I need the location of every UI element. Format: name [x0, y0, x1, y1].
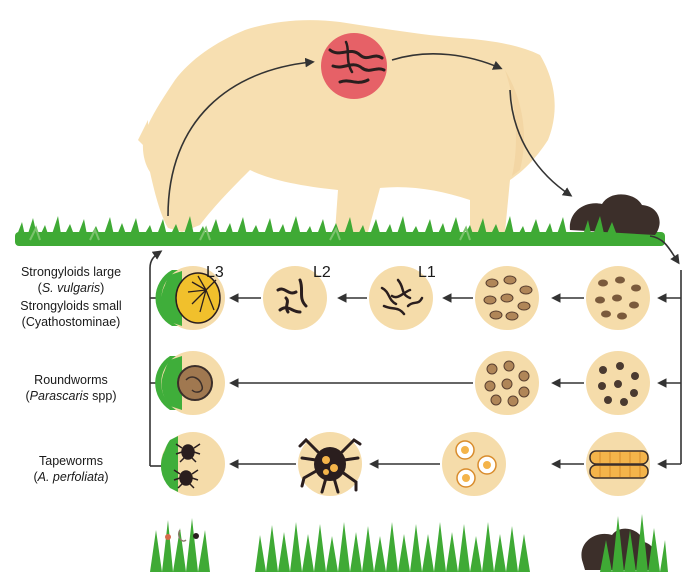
egg-icon — [455, 440, 497, 488]
row-roundworms — [155, 351, 650, 415]
label-species: (Parascaris spp) — [25, 389, 117, 403]
label-roundworms: Roundworms (Parascaris spp) — [2, 372, 140, 404]
grass-icon — [150, 514, 668, 572]
egg-icon — [595, 276, 641, 320]
worm-icon — [338, 78, 370, 84]
worm-icon — [344, 40, 354, 74]
arrow-migrate — [391, 53, 503, 70]
stage-label-l3: L3 — [206, 264, 224, 281]
larva-icon — [380, 278, 424, 316]
arrow-to-horse — [149, 250, 163, 269]
label-species: (A. perfoliata) — [33, 470, 109, 484]
label-name: Roundworms — [34, 373, 108, 387]
larva-icon — [276, 278, 308, 314]
arrow-ingest — [167, 57, 315, 217]
label-name: Strongyloids small — [20, 299, 122, 313]
label-name: Strongyloids large — [20, 265, 122, 279]
label-species: (Cyathostominae) — [21, 315, 121, 329]
worm-icon — [328, 48, 384, 60]
stage-label-l2: L2 — [313, 264, 331, 281]
manure-icon — [569, 194, 660, 238]
worm-icon — [331, 63, 386, 72]
mite-icon — [298, 437, 362, 494]
blood-stage-circle — [321, 33, 387, 99]
label-species: (S. vulgaris) — [37, 281, 105, 295]
horse-silhouette — [138, 20, 555, 232]
label-strongyloids-small: Strongyloids small (Cyathostominae) — [2, 298, 140, 330]
label-name: Tapeworms — [39, 454, 103, 468]
egg-icon — [483, 275, 533, 321]
egg-icon — [598, 362, 639, 406]
label-strongyloids-large: Strongyloids large (S. vulgaris) — [2, 264, 140, 296]
label-tapeworms: Tapeworms (A. perfoliata) — [2, 453, 140, 485]
larva-icon — [187, 275, 217, 313]
mite-icon — [173, 443, 201, 489]
stage-label-l1: L1 — [418, 264, 436, 281]
arrow-excrete — [509, 89, 573, 197]
row-tapeworms — [160, 432, 650, 496]
l1-circle — [369, 266, 433, 330]
arrow-to-pasture — [649, 235, 680, 265]
egg-icon — [484, 360, 530, 407]
l2-circle — [263, 266, 327, 330]
grass-strip — [15, 216, 665, 246]
row-strongyloids: L1 L2 L3 — [155, 264, 650, 330]
